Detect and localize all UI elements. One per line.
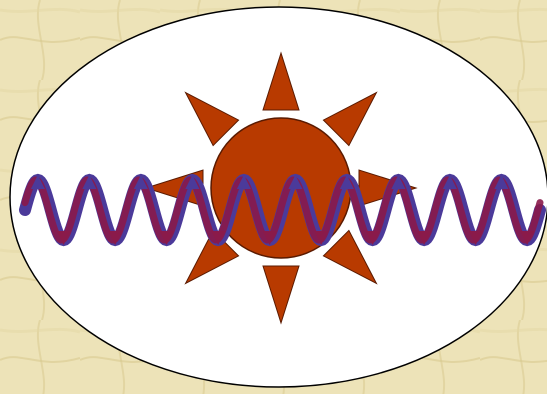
illustration-svg <box>0 0 547 394</box>
illustration-canvas <box>0 0 547 394</box>
